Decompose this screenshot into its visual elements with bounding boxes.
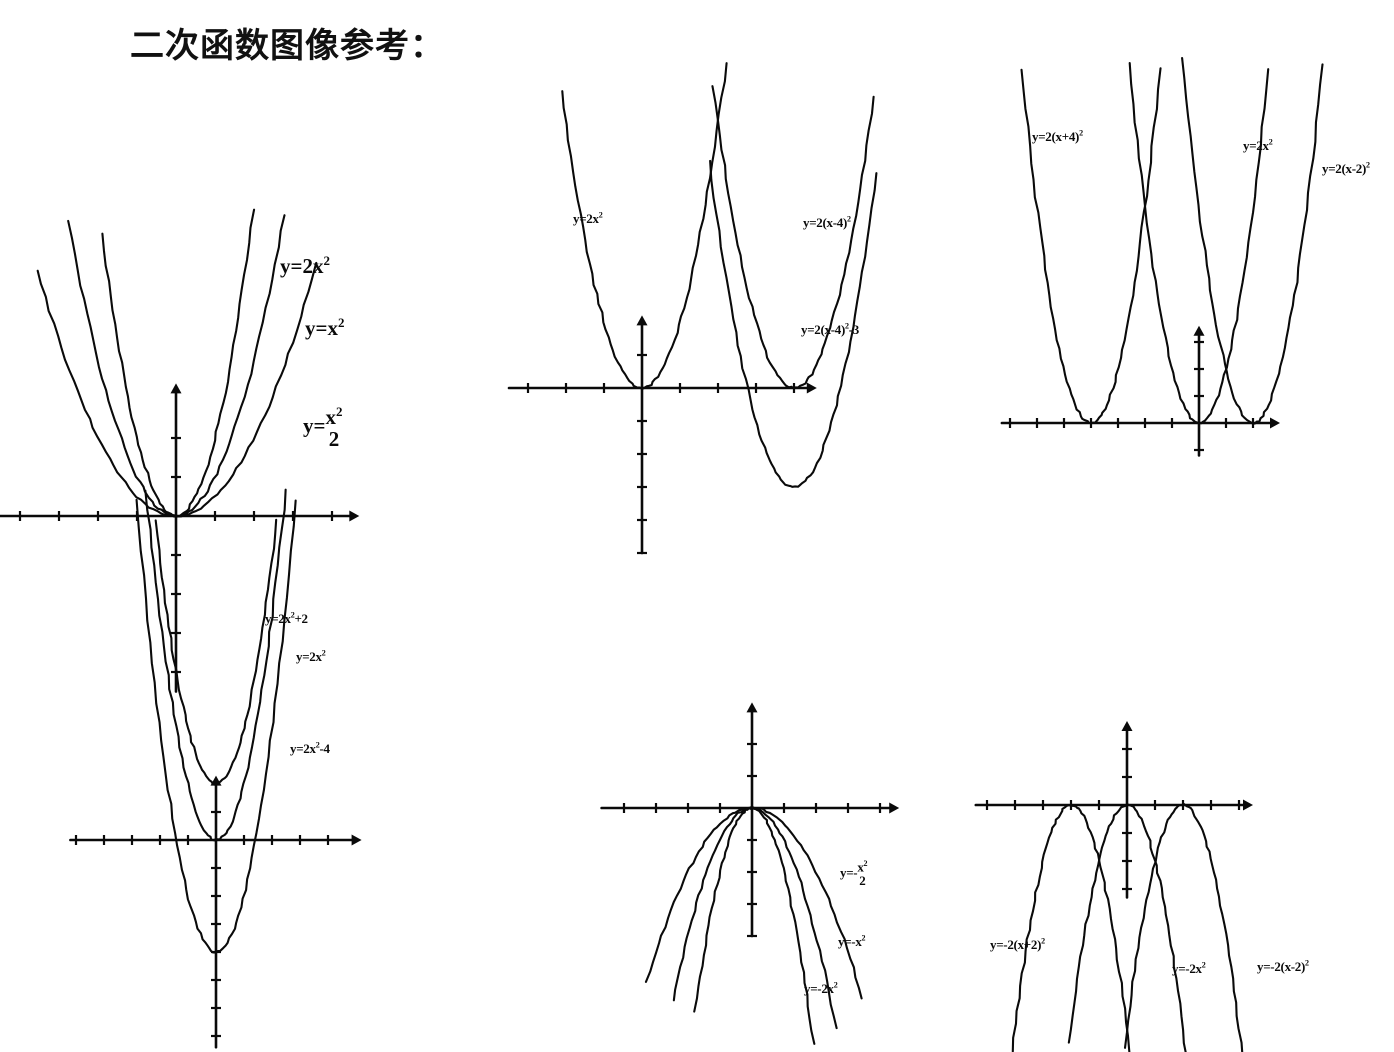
chart-2-label-2: y=2(x-4)2-3	[801, 322, 859, 338]
chart-6-label-0: y=-2(x+2)2	[990, 937, 1045, 953]
chart-5-label-1: y=-x2	[838, 934, 866, 950]
chart-1-label-0: y=2x2	[280, 253, 330, 278]
chart-3-label-0: y=2(x+4)2	[1032, 129, 1083, 145]
chart-1-label-1: y=x2	[305, 315, 345, 340]
chart-6-label-2: y=-2(x-2)2	[1257, 959, 1309, 975]
chart-2-canvas	[507, 62, 878, 555]
page-title: 二次函数图像参考：	[130, 28, 445, 65]
chart-3-canvas	[1000, 56, 1324, 457]
chart-6-negative-quadratic-shift: y=-2(x+2)2 y=-2x2 y=-2(x-2)2	[960, 680, 1380, 1052]
chart-1-canvas	[0, 208, 360, 693]
chart-5-canvas	[600, 702, 900, 1045]
chart-2-label-1: y=2(x-4)2	[803, 215, 851, 231]
chart-4-label-2: y=2x2-4	[290, 741, 330, 757]
chart-3-quadratic-shift-family: y=2(x+4)2 y=2x2 y=2(x-2)2	[1000, 56, 1394, 470]
chart-4-quadratic-vertical-shift: y=2x2+2 y=2x2 y=2x2-4	[30, 488, 430, 1049]
chart-5-label-2: y=-2x2	[804, 981, 838, 997]
chart-3-label-1: y=2x2	[1243, 138, 1273, 154]
chart-6-canvas	[974, 721, 1253, 1052]
chart-4-label-0: y=2x2+2	[265, 611, 308, 627]
chart-3-label-2: y=2(x-2)2	[1322, 161, 1370, 177]
chart-6-label-1: y=-2x2	[1172, 961, 1206, 977]
chart-2-label-0: y=2x2	[573, 211, 603, 227]
chart-4-canvas	[69, 488, 362, 1049]
chart-2-quadratic-horizontal-shift: y=2x2 y=2(x-4)2 y=2(x-4)2-3	[490, 62, 930, 560]
chart-4-label-1: y=2x2	[296, 649, 326, 665]
